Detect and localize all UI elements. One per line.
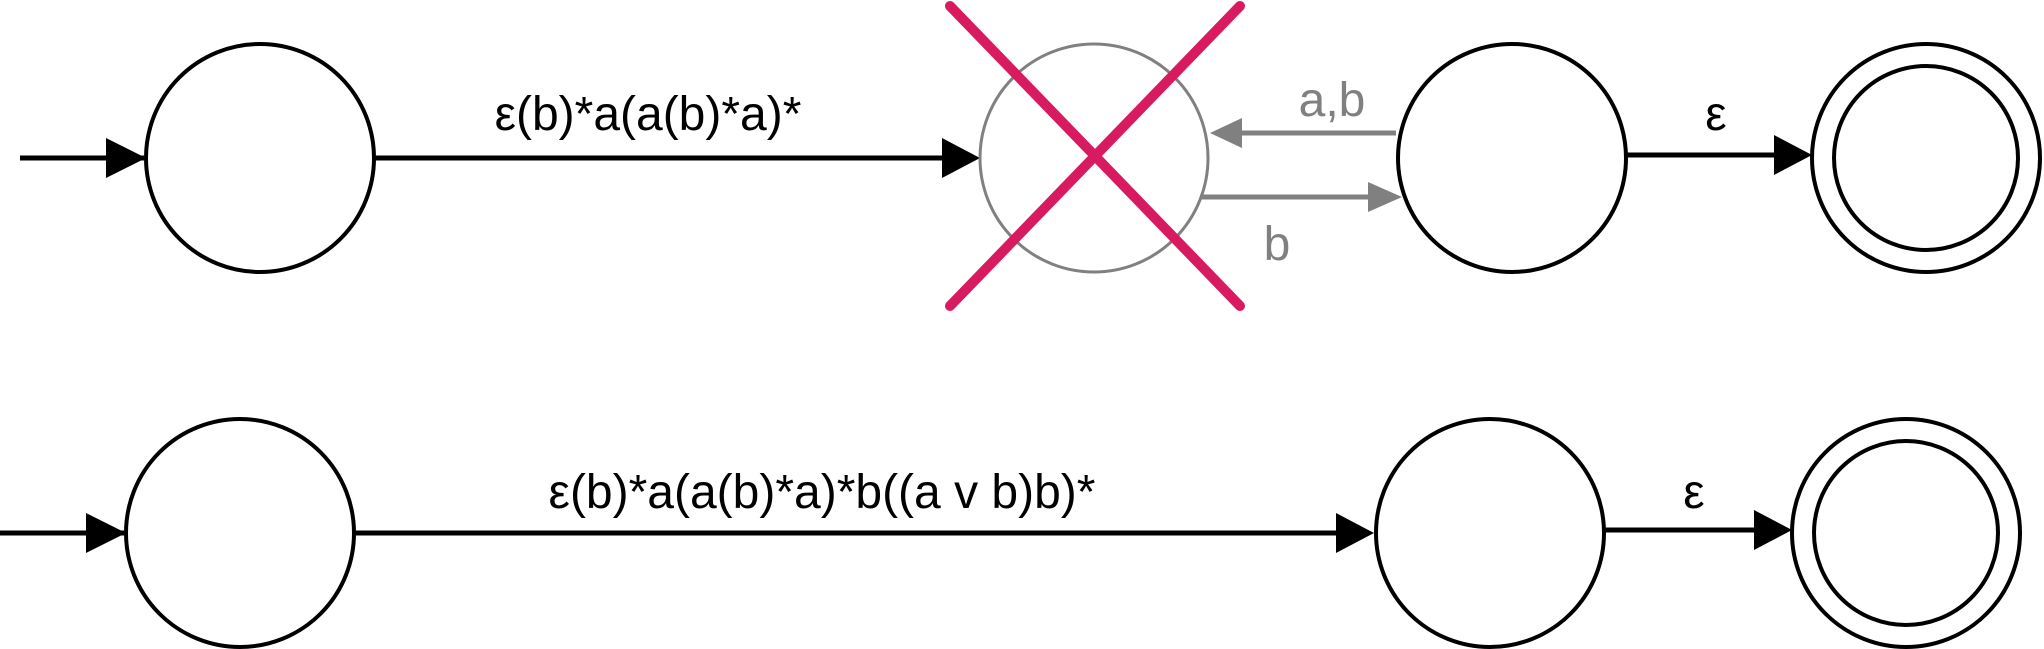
- bottom-state-middle: [1374, 417, 1606, 649]
- bottom-edge-state2-to-final-label: ε: [1683, 466, 1704, 519]
- bottom-automaton: ε(b)*a(a(b)*a)*b((a v b)b)* ε: [0, 417, 2022, 649]
- bottom-start-arrowhead: [86, 513, 126, 553]
- top-edge-state3-to-final-label: ε: [1705, 88, 1726, 141]
- bottom-state-final-outer: [1790, 417, 2022, 649]
- bottom-edge-state2-to-final-arrowhead: [1754, 510, 1792, 550]
- top-edge-state3-to-state1-label: a,b: [1299, 74, 1366, 127]
- top-edge-state3-to-final-arrowhead: [1774, 135, 1812, 175]
- bottom-edge-start-to-state2-arrowhead: [1336, 513, 1374, 553]
- top-state-middle: [1396, 42, 1628, 274]
- top-edge-start-to-state1-arrowhead: [942, 138, 980, 178]
- top-edge-start-to-state1-label: ε(b)*a(a(b)*a)*: [495, 88, 802, 141]
- top-state-final-outer: [1810, 42, 2042, 274]
- top-state-start: [144, 42, 376, 274]
- bottom-edge-start-to-state2-label: ε(b)*a(a(b)*a)*b((a v b)b)*: [549, 466, 1096, 519]
- top-start-arrowhead: [106, 138, 146, 178]
- bottom-state-start: [124, 417, 356, 649]
- top-edge-state1-to-state3-arrowhead: [1368, 182, 1402, 212]
- strike-cross-icon: [945, 1, 1245, 311]
- bottom-state-final-inner: [1812, 439, 2000, 627]
- top-edge-state1-to-state3-label: b: [1264, 218, 1291, 271]
- top-edge-state3-to-state1-arrowhead: [1210, 118, 1242, 148]
- top-automaton: ε(b)*a(a(b)*a)* a,b b ε: [20, 1, 2042, 311]
- top-state-final-inner: [1832, 64, 2020, 252]
